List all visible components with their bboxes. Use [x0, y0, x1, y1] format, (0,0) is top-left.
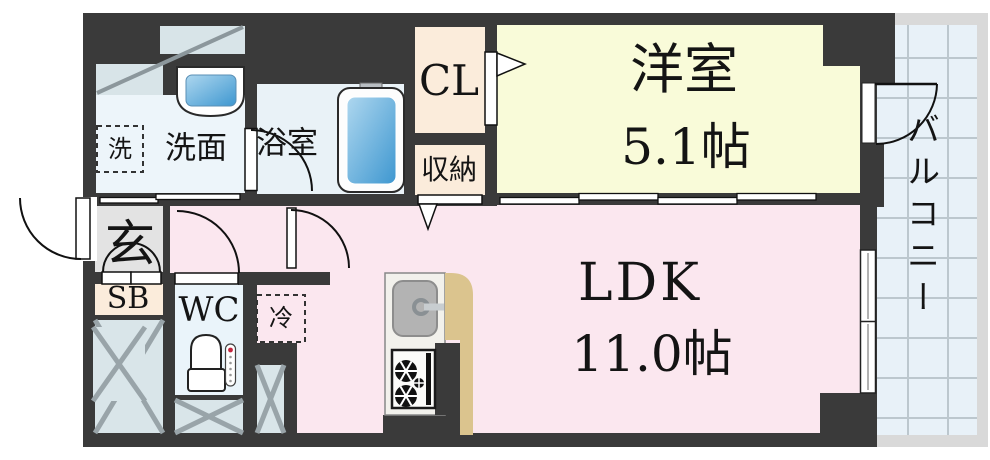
- washroom-sliding-door: [99, 193, 241, 204]
- western-room-label: 洋室: [630, 38, 738, 101]
- storage-label: 収納: [420, 153, 478, 186]
- bathroom-label: 浴室: [256, 125, 318, 162]
- entrance-label: 玄: [105, 215, 155, 273]
- balcony-rim-top: [895, 13, 978, 25]
- storage-door-icon: [417, 194, 483, 232]
- ldk-size: 11.0帖: [571, 325, 733, 383]
- entrance-door-icon: [19, 197, 97, 261]
- kitchen-counter-icon: [384, 272, 473, 435]
- balcony-rim-bottom: [877, 435, 988, 447]
- balcony-label: バルコニー: [901, 112, 941, 322]
- western-room-size: 5.1帖: [621, 118, 751, 176]
- balcony-floor: [877, 25, 977, 435]
- room-ldk-floor: [497, 205, 860, 433]
- shoe-box-label: SB: [106, 281, 150, 316]
- balcony-door-icon: [861, 82, 938, 145]
- washer-label: 洗: [108, 135, 132, 163]
- washer-box: [96, 125, 144, 173]
- closet-label: CL: [418, 56, 480, 105]
- wall-patches: [238, 13, 895, 435]
- western-ldk-partition: [499, 192, 817, 205]
- balcony-rim-right: [975, 13, 988, 447]
- room-closet-floor: [415, 27, 485, 133]
- hall-door-icon: [174, 210, 240, 285]
- pipe-space-boxes: [90, 318, 287, 436]
- wash-basin-icon: [176, 66, 245, 118]
- hallway-floor: [170, 206, 497, 273]
- balcony-window-icon: [859, 249, 877, 394]
- toilet-icon: [187, 333, 237, 392]
- ldk-label: LDK: [577, 253, 703, 313]
- shoe-cabinet-doors-icon: [101, 242, 162, 285]
- room-entrance-floor: [95, 206, 163, 272]
- closet-door-icon: [484, 51, 527, 126]
- bathroom-door-icon: [244, 127, 313, 192]
- ldk-door-icon: [286, 207, 350, 269]
- stove-burners-icon: [395, 360, 424, 407]
- washroom-label: 洗面: [165, 130, 227, 167]
- refrigerator-box: [256, 294, 306, 343]
- duct-hatch-boxes: [96, 25, 245, 95]
- refrigerator-label: 冷: [269, 304, 293, 332]
- room-western-floor: [497, 25, 860, 193]
- wc-label: WC: [178, 290, 240, 330]
- room-storage-floor: [415, 145, 485, 195]
- bathtub-icon: [337, 82, 405, 193]
- shoe-box-floor: [95, 284, 163, 315]
